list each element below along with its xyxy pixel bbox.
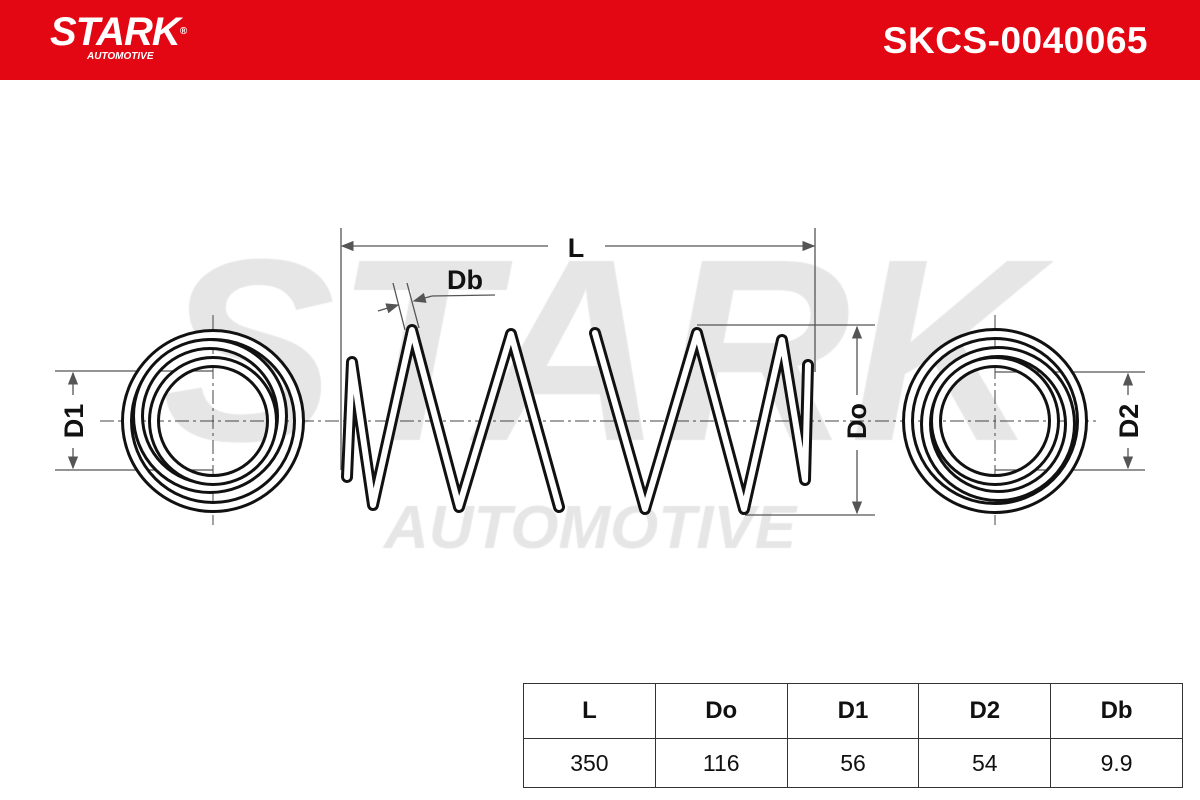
part-number: SKCS-0040065 [882, 20, 1148, 61]
header-cell: L [523, 683, 656, 739]
header-bar: STARK® AUTOMOTIVE SKCS-0040065 [0, 0, 1200, 80]
spring-bottom-view [902, 328, 1088, 514]
stark-logo: STARK® AUTOMOTIVE [50, 10, 187, 62]
registered-mark: ® [179, 26, 187, 37]
value-cell: 54 [918, 738, 1052, 788]
header-cell: Do [654, 683, 788, 739]
value-cell: 116 [654, 738, 788, 788]
spec-table: L Do D1 D2 Db 350 116 56 54 9.9 [523, 683, 1183, 788]
logo-brand: STARK [50, 10, 181, 54]
table-row: 350 116 56 54 9.9 [523, 738, 1183, 788]
label-L: L [568, 233, 585, 263]
spring-top-view [121, 329, 305, 513]
header-cell: D1 [786, 683, 920, 739]
label-D2: D2 [1114, 404, 1144, 439]
value-cell: 9.9 [1050, 738, 1183, 788]
table-header-row: L Do D1 D2 Db [523, 683, 1183, 739]
header-cell: D2 [918, 683, 1052, 739]
label-Db: Db [447, 265, 483, 295]
spring-side-view [341, 324, 814, 515]
logo-sub: AUTOMOTIVE [87, 51, 154, 62]
value-cell: 350 [523, 738, 656, 788]
label-D1: D1 [59, 404, 89, 439]
header-cell: Db [1050, 683, 1183, 739]
label-Do: Do [842, 403, 872, 439]
value-cell: 56 [786, 738, 920, 788]
